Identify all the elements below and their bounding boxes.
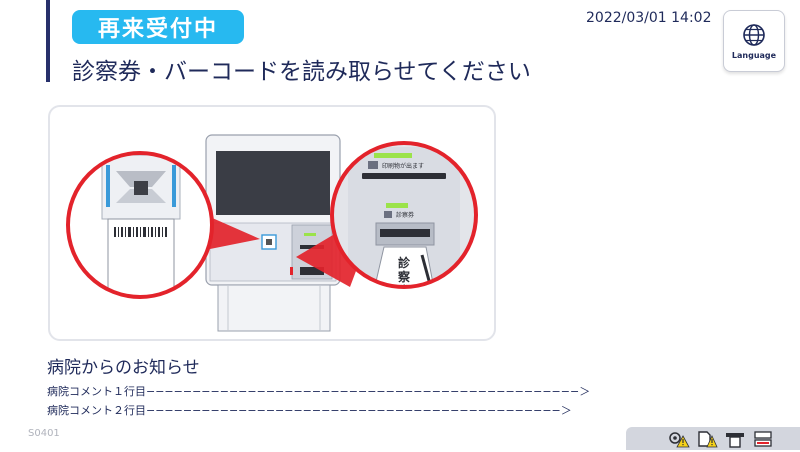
- notice-line-2: 病院コメント２行目−−−−−−−−−−−−−−−−−−−−−−−−−−−−−−−…: [47, 404, 572, 417]
- datetime: 2022/03/01 14:02: [586, 10, 712, 26]
- print-tray-label: 印刷物が出ます: [382, 162, 424, 170]
- notice-line-1: 病院コメント１行目−−−−−−−−−−−−−−−−−−−−−−−−−−−−−−−…: [47, 385, 591, 398]
- printer-paper-warning-icon: [668, 430, 690, 448]
- kiosk-illustration: 印刷物が出ます 診察券 診 察 券: [48, 105, 496, 341]
- device-status-tray: [626, 427, 800, 450]
- header-accent-bar: [46, 0, 50, 82]
- globe-icon: [743, 23, 765, 46]
- document-warning-icon: [696, 430, 718, 448]
- receipt-printer-icon: [724, 430, 746, 448]
- notice-title: 病院からのお知らせ: [47, 358, 200, 378]
- screen-id: S0401: [28, 428, 60, 439]
- card-slot-label: 診察券: [396, 211, 414, 219]
- card-reader-icon: [752, 430, 774, 448]
- card-slot-zoom-circle: 印刷物が出ます 診察券 診 察 券: [330, 141, 478, 289]
- page-title: 診察券・バーコードを読み取らせてください: [72, 59, 531, 85]
- language-button[interactable]: Language: [723, 10, 785, 72]
- card-text-1: 診: [398, 255, 411, 270]
- language-button-label: Language: [731, 50, 777, 60]
- kiosk-machine: [205, 134, 341, 332]
- scanner-zoom-circle: [66, 151, 214, 299]
- card-text-2: 察: [398, 269, 411, 284]
- status-badge: 再来受付中: [72, 10, 244, 44]
